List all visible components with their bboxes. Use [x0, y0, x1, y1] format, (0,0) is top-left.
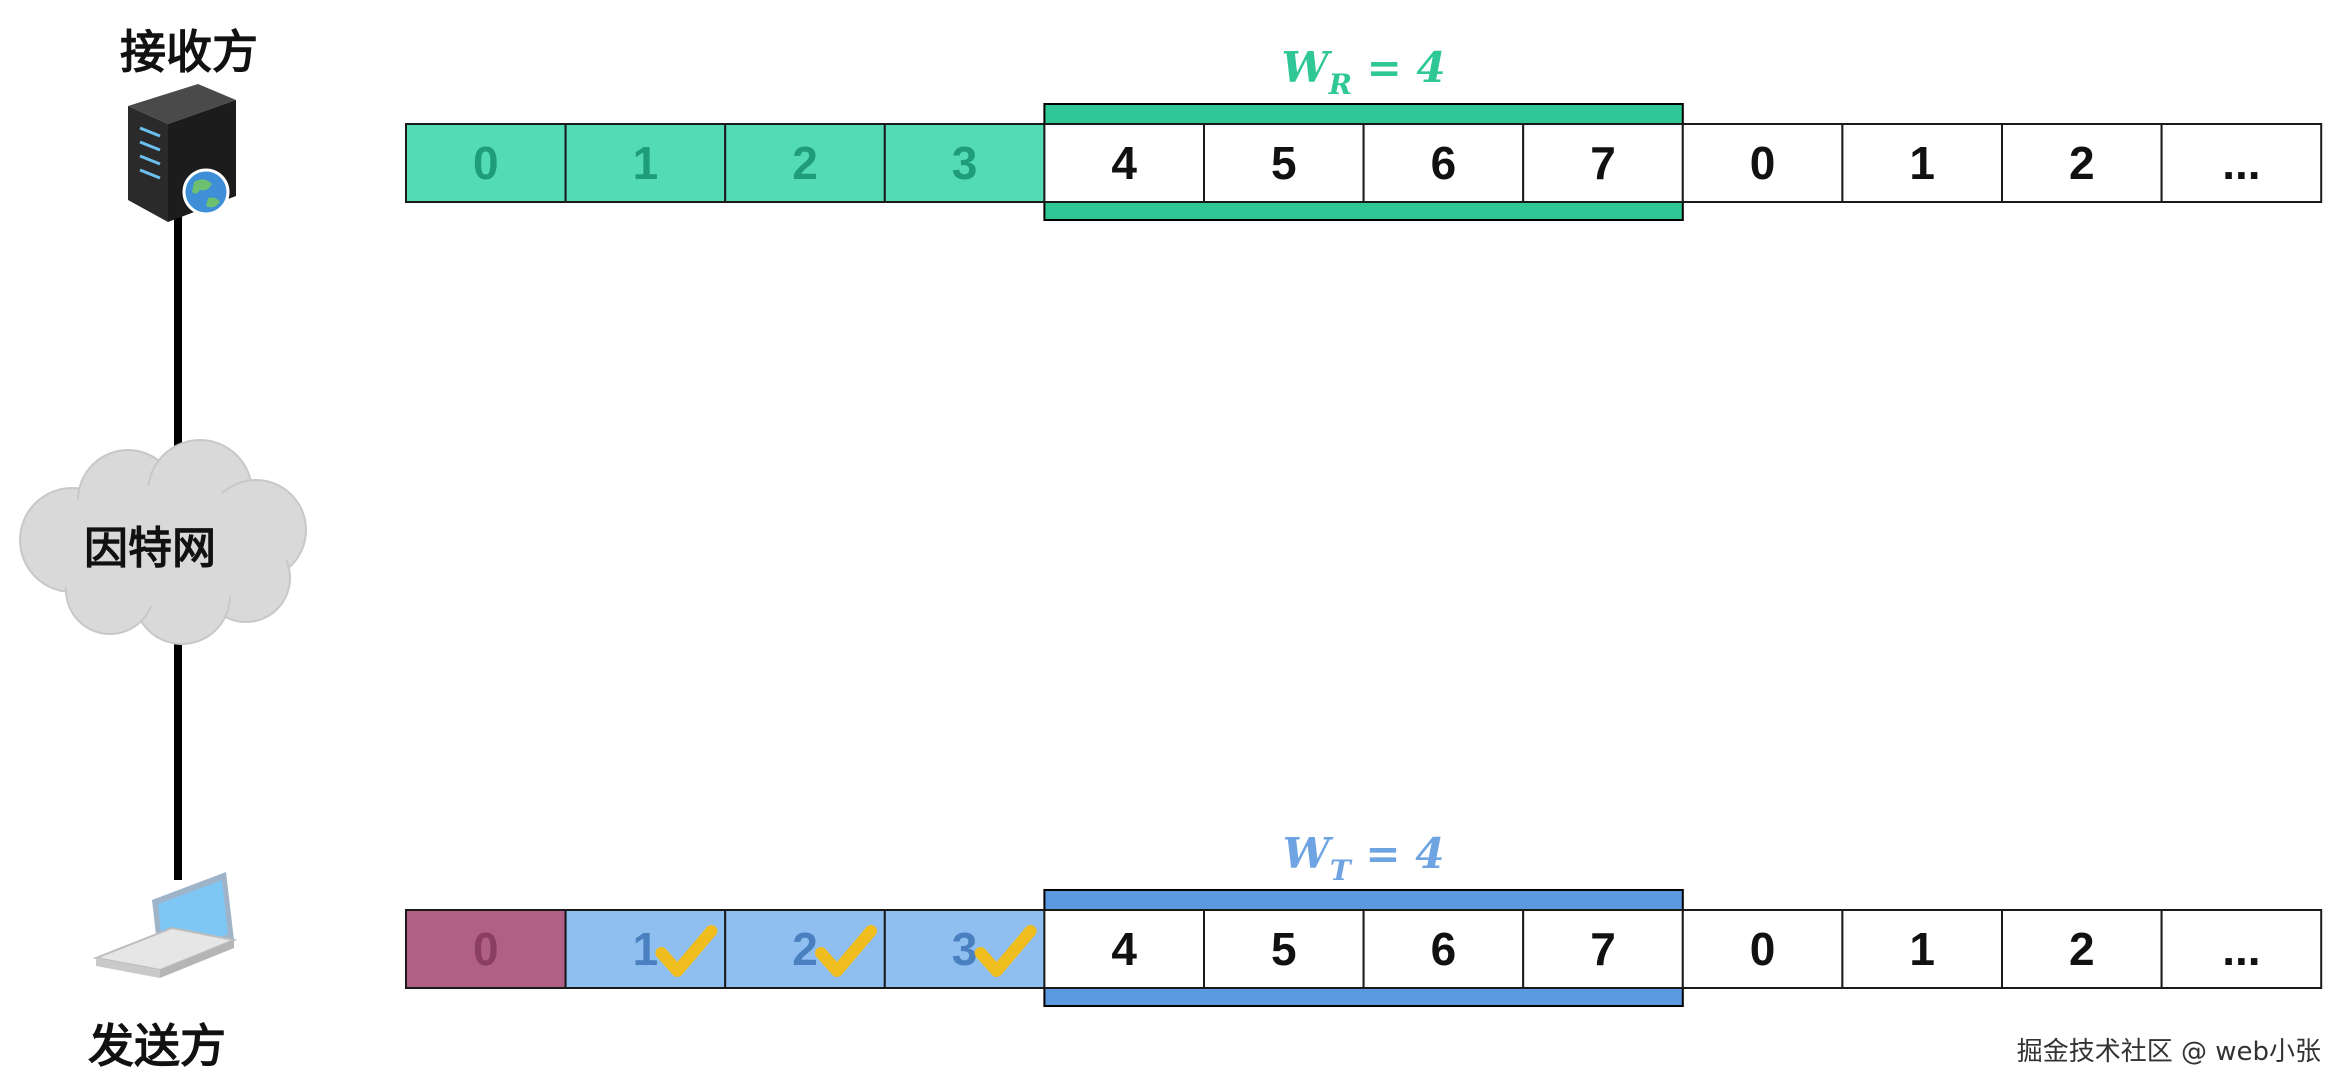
receiver-seq-label: 0 [1750, 137, 1776, 189]
sender-seq-cell [2001, 909, 2163, 989]
sender-label: 发送方 [88, 1019, 226, 1073]
sender-seq-label: 6 [1431, 923, 1457, 975]
ack-check-icon [974, 925, 1037, 977]
sender-seq-label: 0 [1750, 923, 1776, 975]
receiver-seq-cell [1203, 123, 1365, 203]
sender-window-label: WT = 4 [1283, 829, 1445, 887]
receiver-seq-label: 5 [1271, 137, 1297, 189]
receiver-seq-label: 3 [952, 137, 978, 189]
sender-seq-label: ... [2222, 923, 2260, 975]
sender-seq-cell [1362, 909, 1525, 989]
network-label: 因特网 [84, 523, 216, 574]
receiver-seq-label: ... [2222, 137, 2260, 189]
sender-seq-label: 2 [2069, 923, 2095, 975]
receiver-seq-label: 0 [473, 137, 499, 189]
receiver-seq-label: 1 [633, 137, 659, 189]
receiver-sequence-row: 0 1 2 3 4 5 6 7 0 1 2... WR = 4 [405, 43, 2323, 221]
receiver-window-label: WR = 4 [1282, 43, 1446, 101]
sender-seq-cell [405, 909, 567, 989]
sender-seq-cell [1681, 909, 1844, 989]
receiver-seq-label: 7 [1590, 137, 1616, 189]
ack-check-icon [655, 925, 718, 977]
server-icon [128, 84, 236, 222]
receiver-seq-cell [1522, 123, 1684, 203]
sender-seq-cell [2160, 909, 2323, 989]
receiver-seq-cell [2160, 123, 2323, 203]
sender-seq-label: 1 [1909, 923, 1935, 975]
receiver-seq-cell [1362, 123, 1525, 203]
watermark-text: 掘金技术社区 @ web小张 [2016, 1037, 2321, 1067]
receiver-seq-cell [883, 123, 1046, 203]
sender-seq-label: 3 [952, 923, 978, 975]
sender-seq-label: 2 [792, 923, 818, 975]
sender-seq-cell [1043, 909, 1206, 989]
receiver-seq-label: 2 [792, 137, 818, 189]
receiver-seq-cell [1681, 123, 1844, 203]
receiver-seq-label: 1 [1909, 137, 1935, 189]
receiver-seq-label: 2 [2069, 137, 2095, 189]
sender-seq-cell [1841, 909, 2004, 989]
cloud-icon [19, 439, 307, 645]
sender-seq-label: 0 [473, 923, 499, 975]
receiver-label: 接收方 [120, 25, 258, 79]
sender-seq-label: 1 [633, 923, 659, 975]
sender-seq-label: 7 [1590, 923, 1616, 975]
receiver-seq-cell [564, 123, 727, 203]
sender-seq-cell [1522, 909, 1684, 989]
sender-seq-label: 5 [1271, 923, 1297, 975]
sender-seq-label: 4 [1111, 923, 1137, 975]
receiver-seq-cell [1841, 123, 2004, 203]
receiver-seq-label: 6 [1431, 137, 1457, 189]
receiver-seq-cell [405, 123, 567, 203]
laptop-icon [92, 872, 238, 978]
receiver-seq-label: 4 [1111, 137, 1137, 189]
receiver-seq-cell [724, 123, 886, 203]
receiver-seq-cell [1043, 123, 1206, 203]
ack-check-icon [815, 925, 877, 977]
sender-sequence-row: 0 1 2 3 4 5 6 7 0 1 2... WT = 4 [405, 829, 2323, 1007]
sender-seq-cell [1203, 909, 1365, 989]
